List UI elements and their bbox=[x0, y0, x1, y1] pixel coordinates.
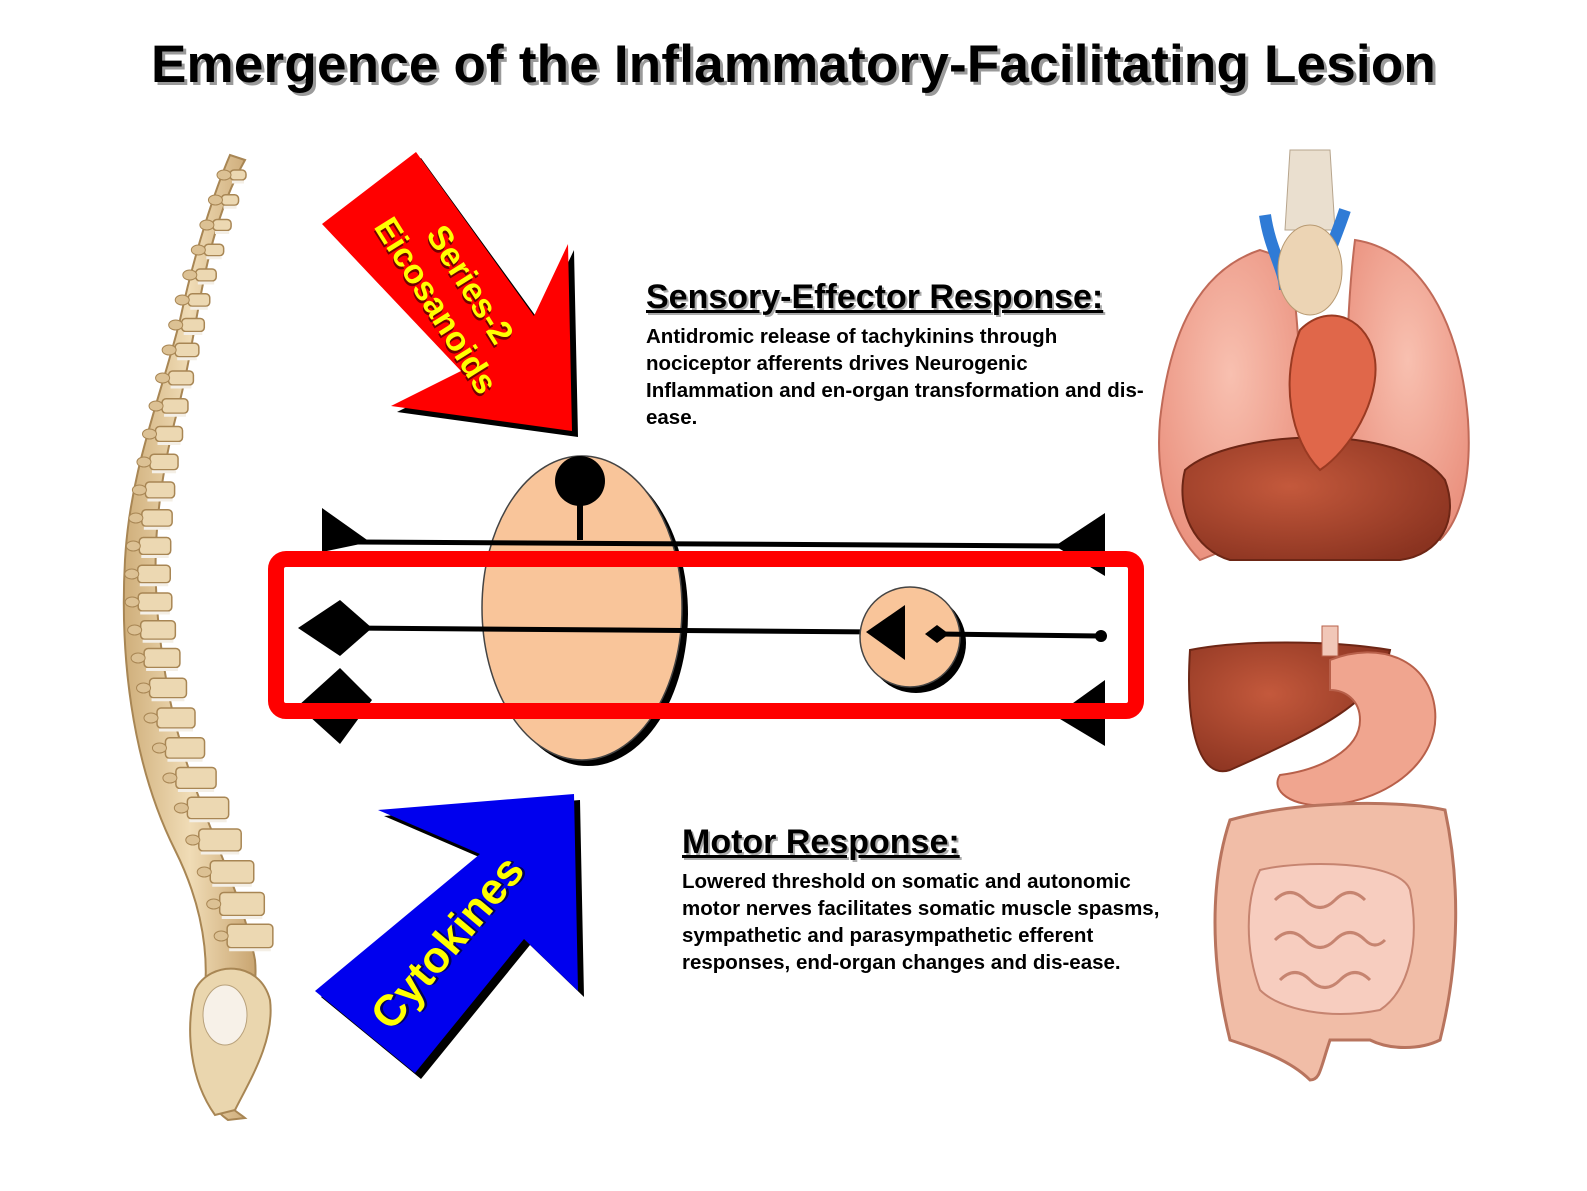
vertebra bbox=[154, 425, 184, 443]
small-intestine bbox=[1247, 863, 1415, 1015]
eicosanoids-arrow-shape bbox=[322, 152, 572, 431]
heart bbox=[1288, 314, 1377, 472]
abdominal-organs-illustration bbox=[1188, 625, 1458, 1082]
vertebra bbox=[212, 218, 232, 232]
spinous-process bbox=[216, 169, 232, 181]
vertebra bbox=[164, 737, 206, 759]
eicosanoids-arrow: Series-2 Series-2 Eicosanoids Eicosanoid… bbox=[322, 152, 578, 437]
spinous-process bbox=[127, 624, 143, 636]
spinous-process bbox=[196, 866, 212, 878]
spinous-process bbox=[131, 484, 147, 496]
soma-knob bbox=[555, 456, 605, 506]
vertebra bbox=[218, 891, 266, 917]
middle-nerve-line bbox=[344, 625, 881, 635]
spinous-process bbox=[124, 568, 140, 580]
spine-illustration bbox=[122, 153, 274, 1122]
vertebra bbox=[203, 243, 225, 257]
spinous-process bbox=[213, 930, 229, 942]
spinous-process bbox=[151, 742, 167, 754]
vertebra bbox=[143, 647, 181, 669]
vertebra bbox=[220, 194, 240, 206]
spinous-process bbox=[173, 802, 189, 814]
motor-response-body: Lowered threshold on somatic and autonom… bbox=[682, 870, 1160, 974]
upper-nerve-line bbox=[354, 539, 1066, 549]
sacrum-highlight bbox=[202, 984, 248, 1046]
highlight-box bbox=[268, 551, 1144, 719]
vertebra bbox=[149, 453, 179, 471]
vertebra bbox=[148, 677, 188, 699]
spinous-process bbox=[142, 428, 157, 440]
spinous-process bbox=[155, 372, 171, 384]
spinous-process bbox=[168, 319, 184, 331]
vertebra bbox=[137, 564, 171, 584]
vertebra bbox=[187, 293, 211, 307]
spinous-process bbox=[174, 294, 190, 306]
post-ganglion-end bbox=[1095, 630, 1107, 642]
spinous-process bbox=[136, 456, 152, 468]
vertebra bbox=[209, 860, 255, 884]
vertebra bbox=[186, 796, 230, 820]
spinous-process bbox=[128, 512, 144, 524]
motor-response-section: Motor Response: Lowered threshold on som… bbox=[682, 823, 1182, 976]
thoracic-organs-illustration bbox=[1158, 149, 1470, 562]
vertebra bbox=[139, 620, 177, 640]
neuron-diagram bbox=[268, 455, 1144, 766]
diaphragm-liver bbox=[1181, 436, 1451, 561]
vertebra bbox=[180, 317, 206, 333]
vertebra bbox=[156, 707, 196, 729]
motor-response-heading: Motor Response: bbox=[682, 823, 960, 861]
spinous-process bbox=[148, 400, 164, 412]
cell-body bbox=[481, 455, 683, 761]
sensory-effector-heading: Sensory-Effector Response: bbox=[646, 278, 1104, 316]
thyroid bbox=[1284, 149, 1336, 231]
thymus bbox=[1277, 224, 1343, 316]
cytokines-arrow: Cytokines Cytokines bbox=[315, 794, 584, 1079]
upper-left-arrowhead bbox=[322, 508, 370, 552]
vertebra bbox=[174, 342, 200, 358]
spinous-process bbox=[162, 772, 178, 784]
spinous-process bbox=[207, 194, 223, 206]
sensory-effector-section: Sensory-Effector Response: Antidromic re… bbox=[646, 278, 1146, 431]
spinous-process bbox=[185, 834, 201, 846]
vertebra bbox=[226, 923, 274, 949]
vertebra bbox=[138, 536, 172, 556]
spinous-process bbox=[125, 540, 141, 552]
post-ganglion-line bbox=[939, 631, 1101, 639]
page-title: Emergence of the Inflammatory-Facilitati… bbox=[151, 35, 1436, 94]
vertebra bbox=[141, 509, 173, 527]
ganglion-small-diamond bbox=[925, 625, 949, 643]
vertebra bbox=[161, 398, 189, 414]
spinous-process bbox=[199, 219, 215, 231]
spinous-process bbox=[206, 898, 222, 910]
cytokines-arrow-shape bbox=[315, 794, 578, 1073]
vertebra bbox=[144, 481, 176, 499]
vertebra bbox=[198, 828, 242, 852]
vertebrae-group bbox=[124, 169, 274, 952]
spinous-process bbox=[182, 269, 198, 281]
spinous-process bbox=[130, 652, 146, 664]
esophagus bbox=[1321, 625, 1339, 657]
middle-left-diamond bbox=[298, 600, 372, 656]
intestine-coils bbox=[1273, 891, 1387, 989]
vertebra bbox=[175, 766, 217, 790]
sensory-effector-body: Antidromic release of tachykinins throug… bbox=[646, 325, 1144, 429]
vertebra bbox=[137, 592, 173, 612]
spinous-process bbox=[190, 244, 206, 256]
spinous-process bbox=[124, 596, 140, 608]
vertebra bbox=[167, 370, 195, 386]
spinous-process bbox=[136, 682, 152, 694]
spinous-process bbox=[161, 344, 177, 356]
vertebra bbox=[229, 169, 247, 181]
ganglion-circle bbox=[859, 586, 961, 688]
vertebra bbox=[195, 268, 217, 282]
spinous-process bbox=[143, 712, 159, 724]
ganglion-arrowhead bbox=[866, 605, 905, 660]
